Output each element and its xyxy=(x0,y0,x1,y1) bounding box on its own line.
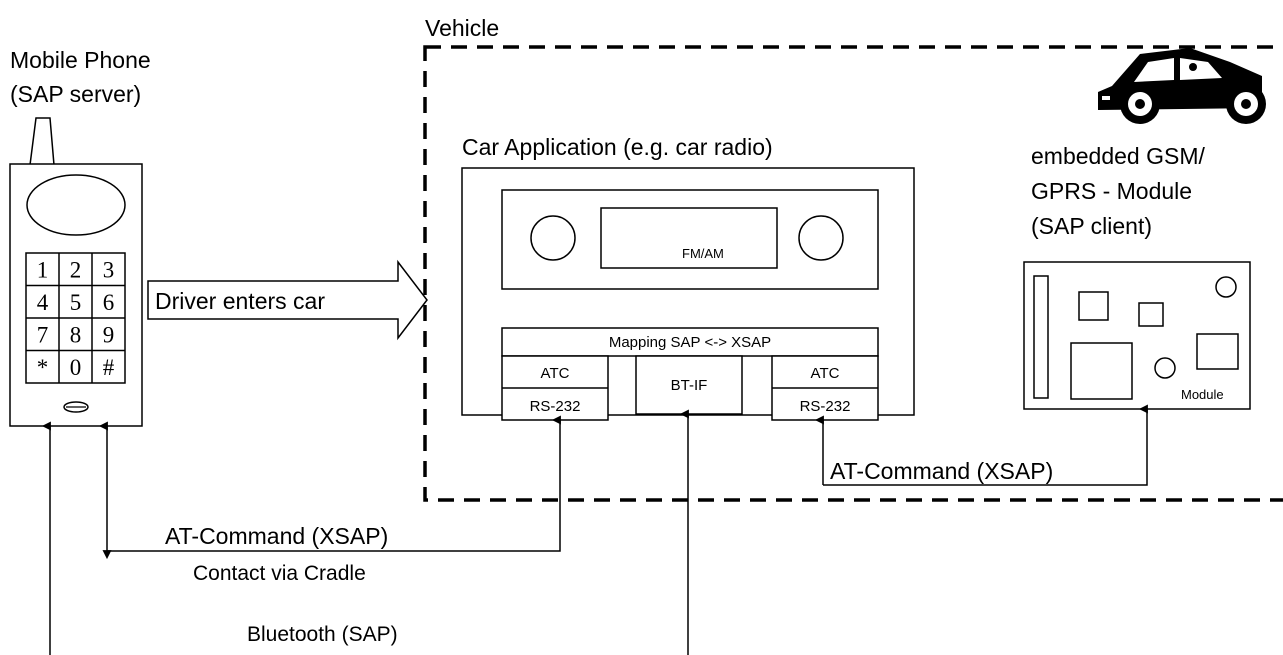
vehicle-label: Vehicle xyxy=(425,15,499,41)
left-atc-label: ATC xyxy=(541,365,570,382)
outer-at-command-label: AT-Command (XSAP) xyxy=(165,523,388,549)
bt-if-label: BT-IF xyxy=(671,377,708,394)
keypad-key: 8 xyxy=(70,323,82,348)
radio-left-knob xyxy=(530,215,576,261)
connection-lines xyxy=(41,404,1148,655)
radio-right-knob xyxy=(798,215,844,261)
phone-title-line1: Mobile Phone xyxy=(10,47,151,73)
keypad-key: 9 xyxy=(103,323,115,348)
keypad-key: 6 xyxy=(103,290,115,315)
keypad-key: 3 xyxy=(103,258,115,283)
gsm-module-label: Module xyxy=(1181,387,1224,402)
keypad-key: # xyxy=(103,355,115,380)
keypad-key: 2 xyxy=(70,258,82,283)
mapping-label: Mapping SAP <-> XSAP xyxy=(609,334,771,351)
vehicle-boundary: Vehicle xyxy=(423,15,1283,502)
cradle-line xyxy=(102,415,561,560)
keypad-key: 0 xyxy=(70,355,82,380)
radio-display-label: FM/AM xyxy=(682,246,724,261)
bt-if-box xyxy=(635,355,743,415)
keypad-key: 1 xyxy=(37,258,49,283)
right-atc-label: ATC xyxy=(811,365,840,382)
car-icon xyxy=(1098,48,1266,124)
bluetooth-label: Bluetooth (SAP) xyxy=(247,623,398,646)
phone-earpiece xyxy=(26,174,126,236)
right-rs232-label: RS-232 xyxy=(800,398,851,415)
keypad-key: 7 xyxy=(37,323,49,348)
car-app-title: Car Application (e.g. car radio) xyxy=(462,134,773,160)
keypad-key: * xyxy=(37,355,49,380)
left-rs232-label: RS-232 xyxy=(530,398,581,415)
inner-at-command-label: AT-Command (XSAP) xyxy=(830,458,1053,484)
inner-at-command-line-right xyxy=(823,404,1148,486)
car-application: Car Application (e.g. car radio) FM/AM M… xyxy=(461,134,915,421)
phone-antenna xyxy=(29,117,55,166)
radio-display xyxy=(600,207,778,269)
driver-enters-car-label: Driver enters car xyxy=(155,288,325,314)
gsm-label-line2: GPRS - Module xyxy=(1031,178,1192,204)
driver-enters-car-arrow: Driver enters car xyxy=(147,259,428,341)
gsm-module: embedded GSM/ GPRS - Module (SAP client)… xyxy=(1023,143,1251,410)
gsm-label-line1: embedded GSM/ xyxy=(1031,143,1205,169)
cradle-label: Contact via Cradle xyxy=(193,562,366,585)
keypad-key: 5 xyxy=(70,290,82,315)
gsm-label-line3: (SAP client) xyxy=(1031,213,1152,239)
keypad-key: 4 xyxy=(37,290,49,315)
phone-title-line2: (SAP server) xyxy=(10,81,141,107)
